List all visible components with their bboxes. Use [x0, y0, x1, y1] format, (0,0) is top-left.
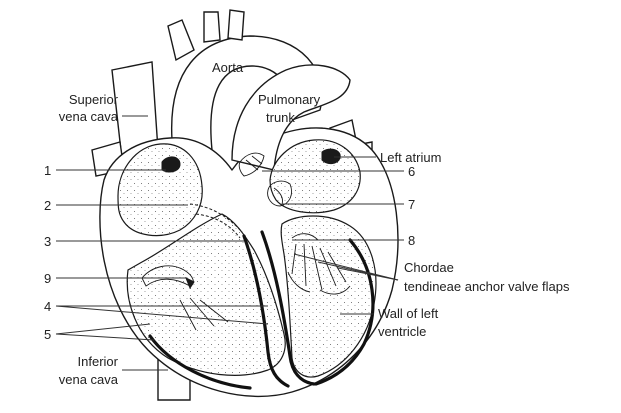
- number-9: 9: [44, 271, 51, 286]
- label-wall-left-ventricle-line1: Wall of left: [378, 306, 439, 321]
- aorta-branch-3: [228, 10, 244, 40]
- label-wall-left-ventricle-line2: ventricle: [378, 324, 426, 339]
- number-8: 8: [408, 233, 415, 248]
- number-5: 5: [44, 327, 51, 342]
- number-7: 7: [408, 197, 415, 212]
- number-2: 2: [44, 198, 51, 213]
- number-6: 6: [408, 164, 415, 179]
- label-pulmonary-trunk-line1: Pulmonary: [258, 92, 321, 107]
- label-pulmonary-trunk-line2: trunk: [266, 110, 295, 125]
- label-superior-vena-cava-line2: vena cava: [59, 109, 119, 124]
- pulmonary-vein-opening: [322, 149, 340, 164]
- label-left-atrium: Left atrium: [380, 150, 441, 165]
- number-1: 1: [44, 163, 51, 178]
- label-inferior-vena-cava-line1: Inferior: [78, 354, 119, 369]
- number-3: 3: [44, 234, 51, 249]
- label-aorta: Aorta: [212, 60, 244, 75]
- number-4: 4: [44, 299, 51, 314]
- label-chordae-line1: Chordae: [404, 260, 454, 275]
- aorta-branch-1: [168, 20, 194, 60]
- label-inferior-vena-cava-line2: vena cava: [59, 372, 119, 387]
- label-chordae-line2: tendineae anchor valve flaps: [404, 279, 570, 294]
- aorta-branch-2: [204, 12, 220, 42]
- label-superior-vena-cava-line1: Superior: [69, 92, 119, 107]
